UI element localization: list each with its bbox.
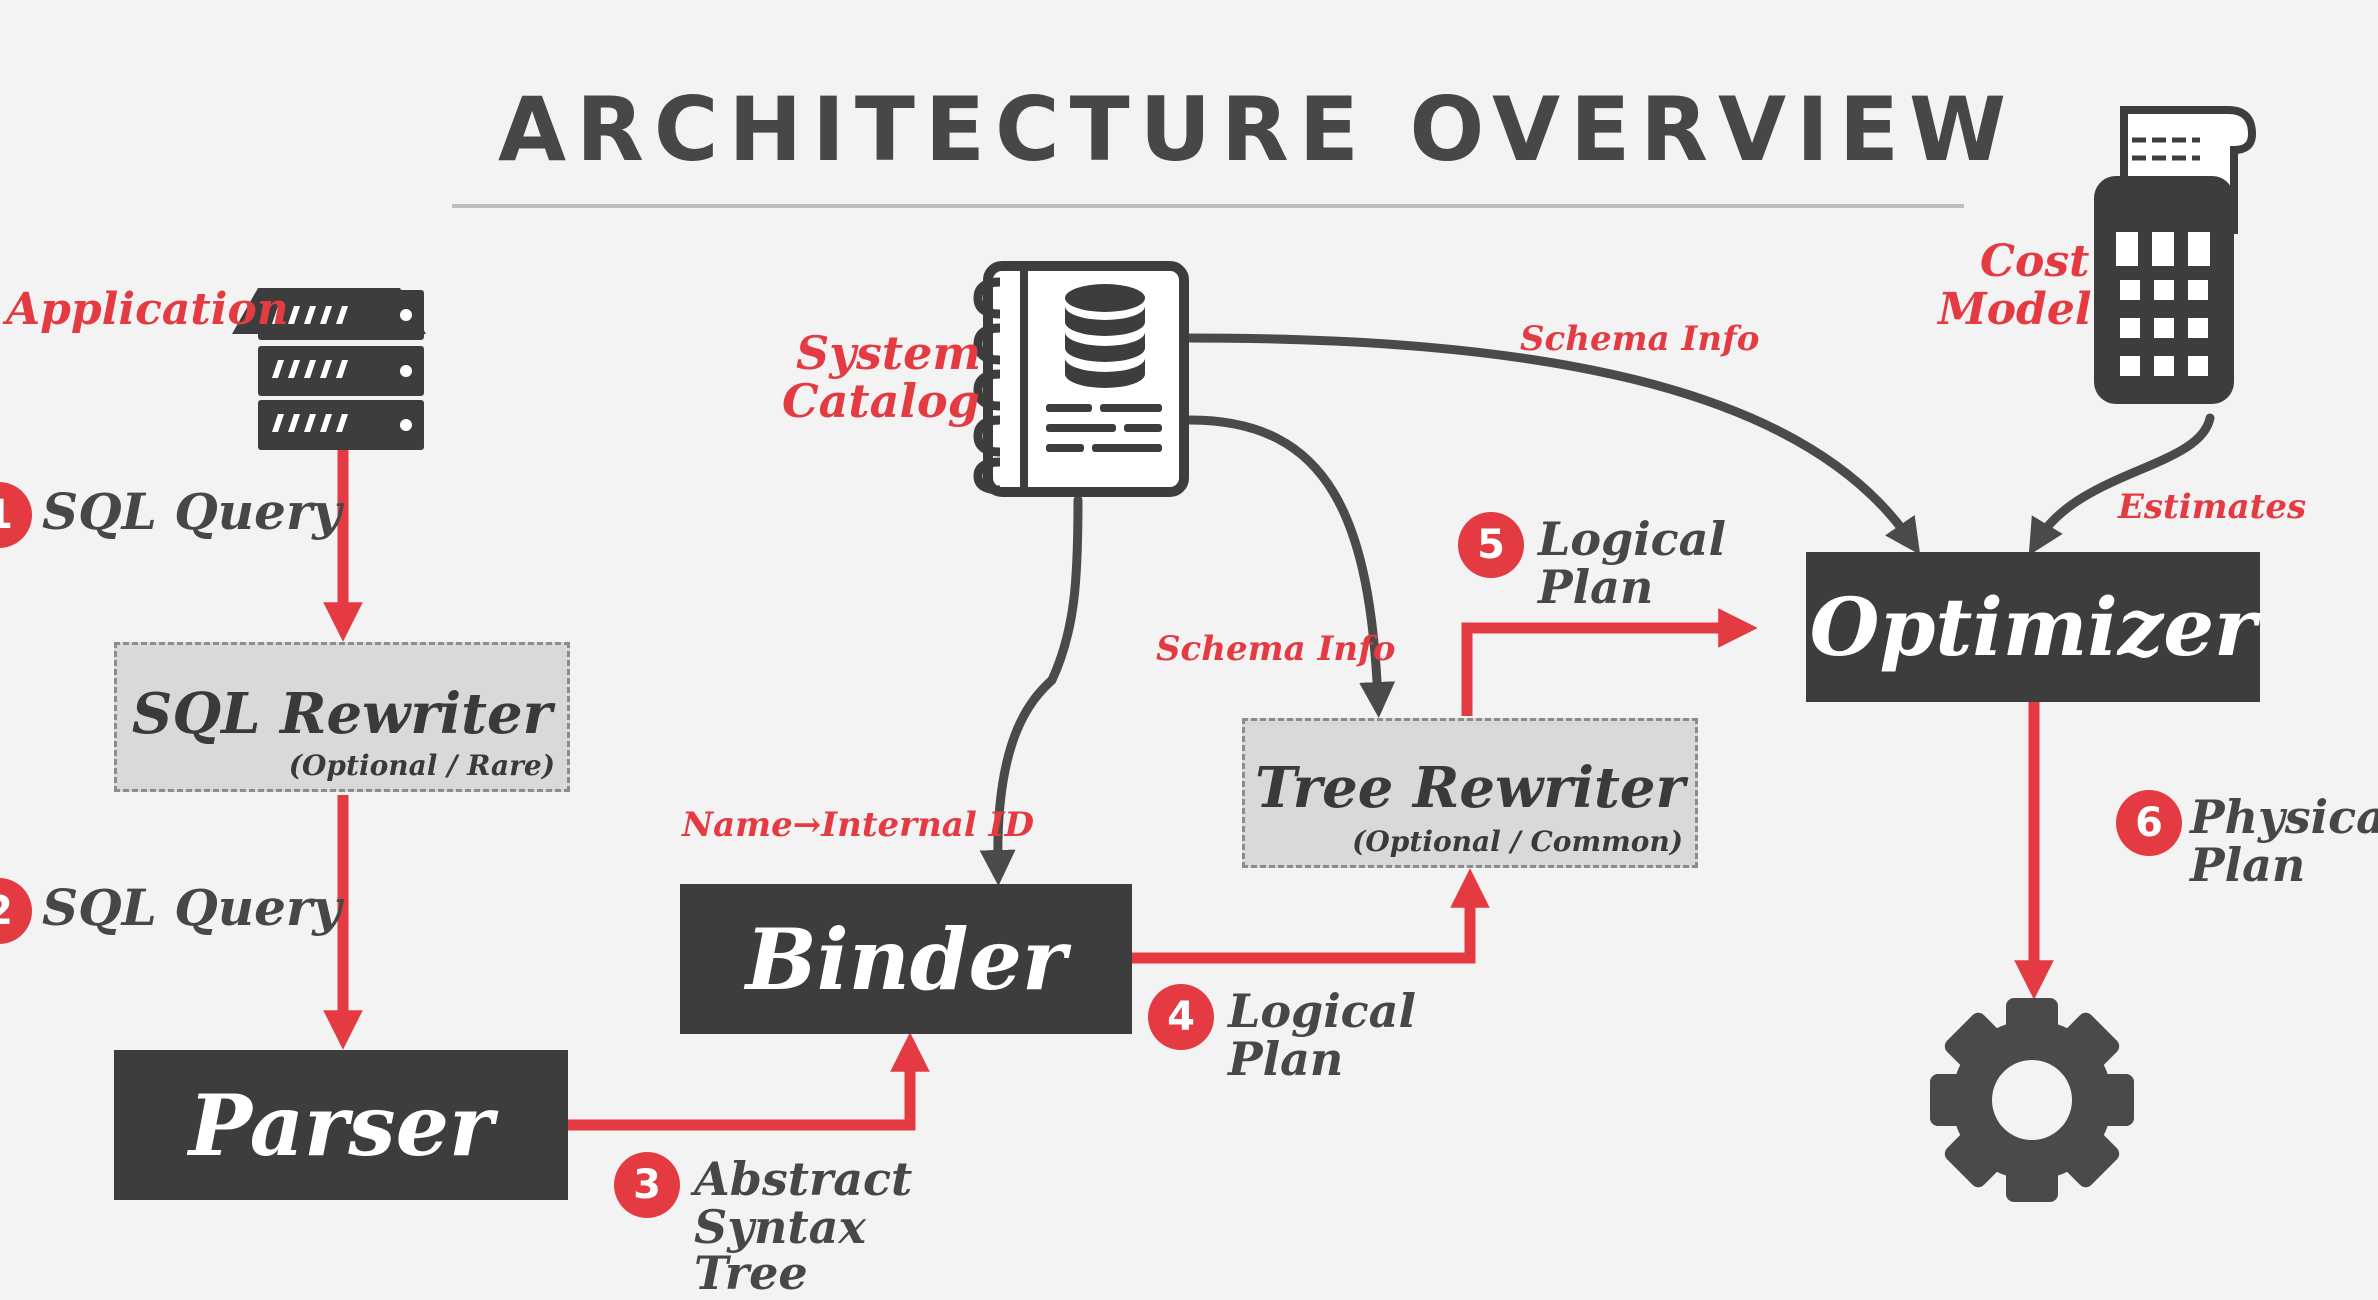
info-arrows [979,333,2215,886]
step-6-label-line1: Physical [2190,790,2378,844]
name-internal-id-label: Name→Internal ID [682,805,1034,845]
step-6-label-line2: Plan [2190,838,2306,892]
system-catalog-label-line2: Catalog [782,374,980,428]
step-3-label-line2: Syntax [694,1200,866,1254]
step-3-badge: 3 [614,1152,680,1218]
optimizer-box: Optimizer [1806,552,2260,702]
binder-box: Binder [680,884,1132,1034]
arrow-cost-model-to-optimizer [2028,413,2215,556]
arrow-catalog-to-binder [979,495,1083,886]
step-5-label-line2: Plan [1538,560,1654,614]
parser-box: Parser [114,1050,568,1200]
arrow-catalog-to-optimizer [1185,333,1921,555]
page-title: ARCHITECTURE OVERVIEW [498,78,2017,181]
sql-rewriter-sublabel: (Optional / Rare) [288,749,555,782]
title-divider [452,204,1964,208]
schema-info-label-mid: Schema Info [1156,629,1396,669]
tree-rewriter-box: Tree Rewriter (Optional / Common) [1242,718,1698,868]
cost-model-label-line2: Model [1938,284,2092,335]
sql-rewriter-label: SQL Rewriter [131,681,553,747]
arrow-catalog-to-tree-rewriter [1185,415,1396,718]
flow-arrows [323,438,2054,1131]
arrow-binder-to-tree-rewriter [1132,868,1490,964]
step-5-badge: 5 [1458,512,1524,578]
tree-rewriter-sublabel: (Optional / Common) [1352,825,1683,858]
step-2-label: SQL Query [42,878,342,937]
tree-rewriter-label: Tree Rewriter [1254,755,1685,821]
application-label: Application [6,284,289,335]
arrow-tree-rewriter-to-optimizer [1461,608,1758,716]
parser-label: Parser [188,1075,494,1175]
estimates-label: Estimates [2118,487,2307,527]
optimizer-label: Optimizer [1809,580,2257,674]
schema-info-label-top: Schema Info [1520,319,1760,359]
system-catalog-label-line1: System [796,326,982,380]
binder-label: Binder [745,909,1067,1009]
step-1-label: SQL Query [42,482,342,541]
sql-rewriter-box: SQL Rewriter (Optional / Rare) [114,642,570,792]
step-4-label-line1: Logical [1228,984,1416,1038]
step-6-badge: 6 [2116,790,2182,856]
step-4-badge: 4 [1148,984,1214,1050]
step-5-label-line1: Logical [1538,512,1726,566]
step-3-label-line1: Abstract [694,1152,913,1206]
step-4-label-line2: Plan [1228,1032,1344,1086]
arrow-parser-to-binder [568,1032,930,1131]
cost-model-label-line1: Cost [1980,236,2090,287]
